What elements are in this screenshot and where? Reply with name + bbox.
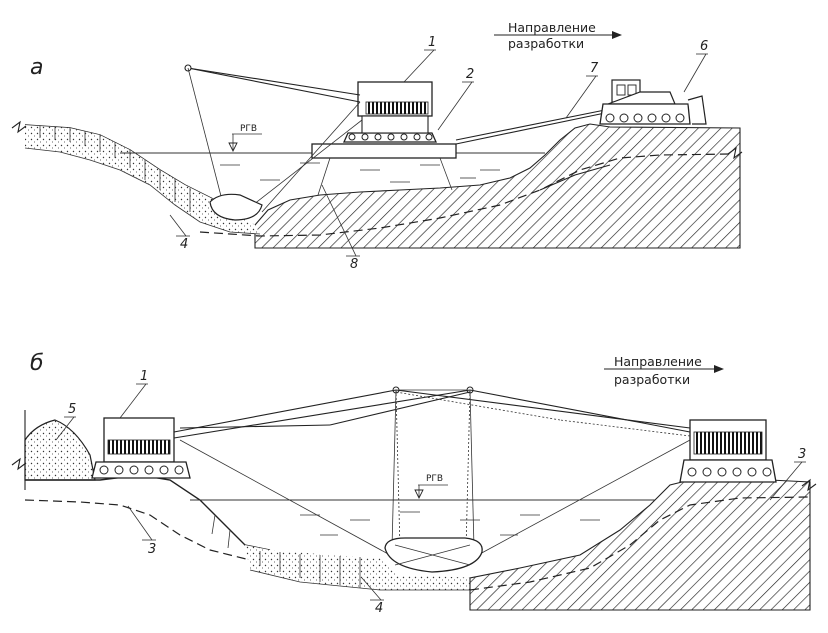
panel-b-letter: б	[30, 351, 44, 376]
callout-a-4: 4	[180, 237, 188, 252]
callout-a-6: 6	[700, 39, 708, 54]
panel-a-bucket	[209, 193, 263, 221]
callout-b-1: 1	[140, 369, 148, 384]
panel-b-callouts: 1 3 3 4 5	[55, 369, 806, 616]
panel-a-direction: Направление разработки	[494, 20, 622, 51]
panel-a-sediment	[25, 125, 260, 234]
panel-a-bulldozer	[599, 79, 707, 125]
panel-a-direction-line2: разработки	[508, 36, 584, 51]
callout-b-3-left: 3	[148, 542, 156, 557]
panel-a-break-marks	[11, 120, 743, 160]
callout-a-1: 1	[428, 35, 436, 50]
callout-a-7: 7	[590, 61, 599, 76]
panel-a-direction-line1: Направление	[508, 20, 596, 35]
panel-b-ground-left	[25, 474, 271, 551]
panel-a-water-dashes	[220, 162, 500, 183]
panel-b-direction-line2: разработки	[614, 372, 690, 387]
callout-b-3-right: 3	[798, 447, 806, 462]
panel-a-letter: а	[30, 55, 43, 80]
panel-a-hatched-soil	[254, 123, 741, 249]
panel-b-water-dashes	[300, 511, 600, 536]
panel-b-break-marks	[11, 457, 817, 492]
panel-a-boom	[184, 64, 363, 216]
panel-a-pontoon	[311, 143, 457, 196]
panel-a-excavator	[342, 81, 438, 143]
panel-b-hatched-soil	[469, 479, 811, 611]
panel-b-water-label: РГВ	[426, 474, 443, 484]
panel-a-rope	[455, 109, 606, 141]
callout-b-5: 5	[68, 402, 76, 417]
panel-b: б Направление разработки	[11, 351, 817, 616]
panel-b-sediment	[245, 545, 480, 590]
callout-a-2: 2	[466, 67, 474, 82]
panel-b-water-marker: РГВ	[414, 474, 448, 500]
panel-b-direction-line1: Направление	[614, 354, 702, 369]
callout-a-8: 8	[350, 257, 358, 272]
panel-b-design-line-right	[469, 496, 811, 591]
callout-b-4: 4	[375, 601, 383, 616]
panel-a-water-marker: РГВ	[228, 124, 262, 153]
panel-a: а Направление разработки	[11, 20, 743, 272]
panel-b-spoil-heap	[24, 419, 96, 481]
panel-b-design-line-left	[24, 499, 251, 561]
panel-b-excavator-left	[91, 417, 191, 479]
panel-a-water-label: РГВ	[240, 124, 257, 134]
panel-a-design-bottom	[199, 153, 731, 237]
panel-b-cables	[173, 386, 691, 556]
panel-a-callouts: 1 2 4 6 7 8	[169, 35, 708, 272]
panel-b-direction: Направление разработки	[604, 354, 724, 387]
panel-b-excavator-right	[679, 419, 777, 483]
